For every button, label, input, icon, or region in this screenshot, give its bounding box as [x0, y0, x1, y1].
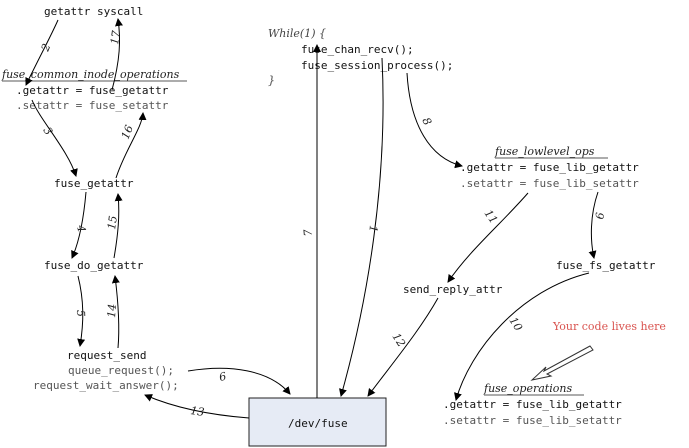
edge-step-14 [111, 275, 120, 349]
step-label-9: 9 [592, 212, 606, 220]
step-label-2: 2 [38, 42, 53, 54]
getattr-syscall-label: getattr syscall [44, 5, 143, 18]
step-label-8: 8 [419, 115, 434, 127]
hollow-pointer-arrow [530, 345, 594, 381]
edge-step-4 [71, 191, 87, 259]
edge-step-1 [339, 57, 384, 397]
edge-step-13 [144, 394, 250, 419]
step-label-11: 11 [482, 207, 501, 226]
edge-step-10 [454, 272, 590, 401]
fuse-operations-setattr: .setattr = fuse_lib_setattr [443, 414, 622, 427]
edge-step-12 [367, 297, 439, 397]
request-send-label: request_send [67, 349, 146, 362]
fuse-do-getattr-label: fuse_do_getattr [44, 259, 144, 272]
dev-fuse-label: /dev/fuse [288, 417, 348, 430]
step-label-5: 5 [74, 310, 87, 317]
fuse-operations-getattr: .getattr = fuse_lib_getattr [443, 398, 622, 411]
step-label-14: 14 [105, 303, 119, 318]
step-label-16: 16 [119, 123, 136, 141]
step-label-7: 7 [301, 229, 315, 237]
inode-ops-setattr: .setattr = fuse_setattr [16, 99, 169, 112]
step-label-13: 13 [190, 404, 206, 419]
edge-step-9 [588, 191, 599, 259]
edge-step-16 [115, 112, 147, 179]
edge-step-6 [187, 367, 291, 395]
queue-request-label: queue_request(); [68, 364, 174, 377]
loop-session-process-line: fuse_session_process(); [301, 59, 453, 72]
lowlevel-ops-setattr: .setattr = fuse_lib_setattr [460, 177, 639, 190]
fuse-operations-title: fuse_operations [483, 382, 572, 395]
edge-step-15 [113, 193, 123, 259]
edge-step-3 [31, 99, 78, 177]
inode-ops-title: fuse_common_inode_operations [1, 68, 180, 81]
step-label-17: 17 [108, 30, 123, 46]
send-reply-attr-label: send_reply_attr [403, 283, 503, 296]
edge-step-11 [447, 192, 529, 283]
edge-step-17 [111, 18, 123, 91]
loop-chan-recv-line: fuse_chan_recv(); [301, 43, 414, 56]
inode-ops-getattr: .getattr = fuse_getattr [16, 84, 169, 97]
step-label-10: 10 [506, 315, 524, 334]
step-label-6: 6 [218, 370, 228, 384]
your-code-note: Your code lives here [552, 320, 666, 333]
loop-close-brace: } [268, 74, 275, 87]
request-wait-answer-label: request_wait_answer(); [33, 379, 179, 392]
loop-while-line: While(1) { [268, 27, 326, 40]
step-label-15: 15 [105, 215, 120, 231]
step-label-4: 4 [74, 223, 88, 234]
lowlevel-ops-getattr: .getattr = fuse_lib_getattr [460, 161, 639, 174]
lowlevel-ops-title: fuse_lowlevel_ops [494, 145, 595, 158]
step-label-12: 12 [389, 331, 407, 350]
step-label-1: 1 [366, 225, 380, 233]
fuse-fs-getattr-label: fuse_fs_getattr [556, 259, 656, 272]
edge-step-8 [406, 72, 463, 169]
dev-fuse-box [248, 397, 387, 447]
edge-step-5 [77, 275, 86, 347]
edge-step-2 [25, 19, 59, 86]
fuse-getattr-label: fuse_getattr [54, 177, 134, 190]
step-label-3: 3 [40, 125, 55, 138]
